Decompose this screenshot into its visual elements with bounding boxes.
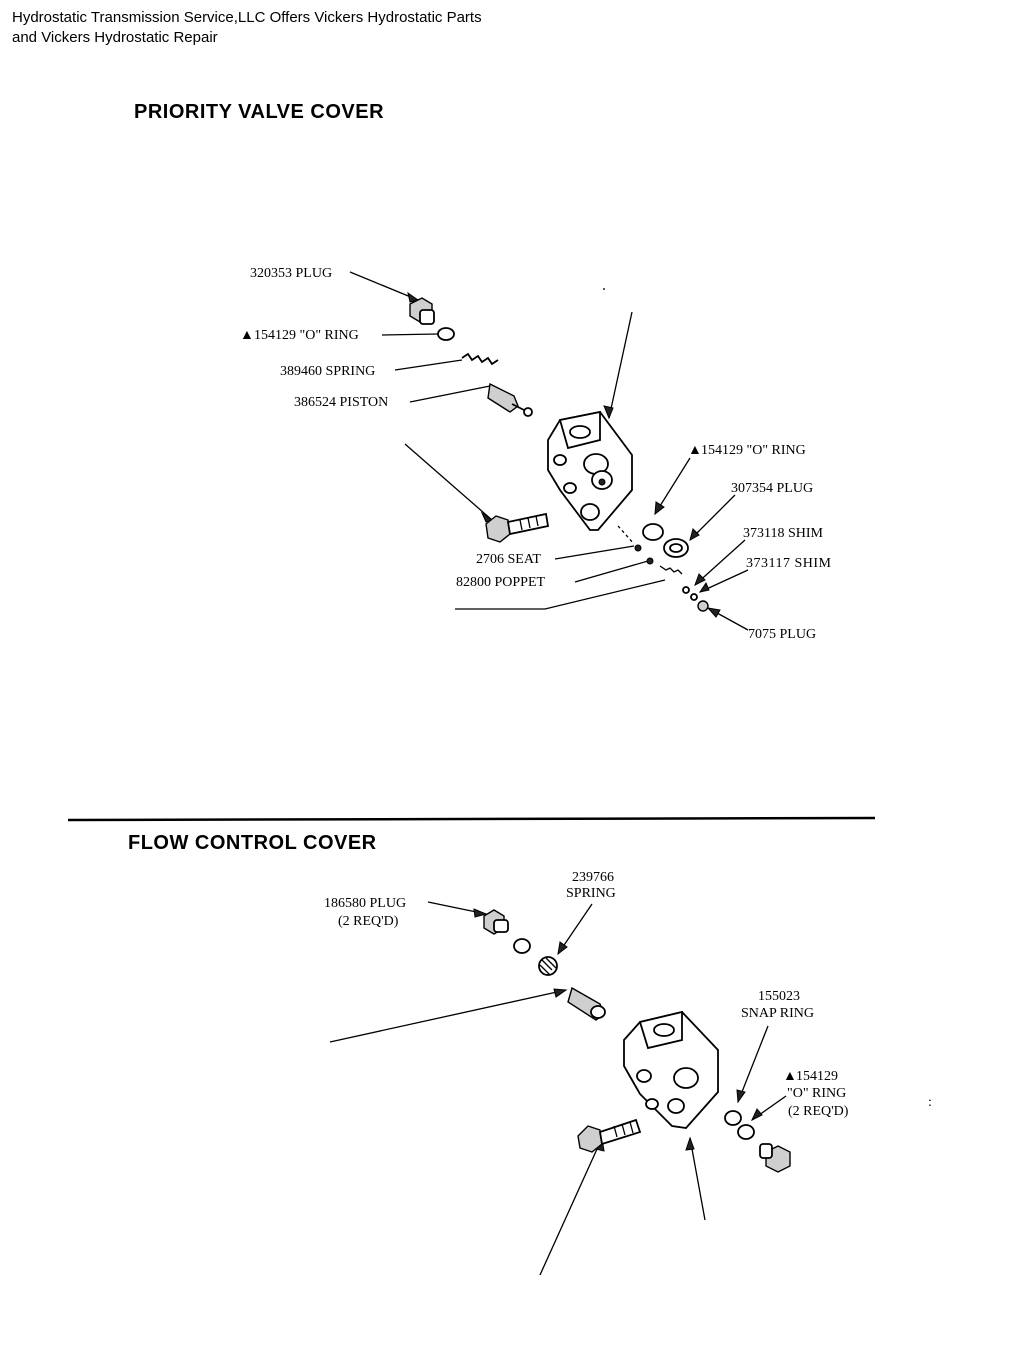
label-307354-plug: 307354 PLUG [731,481,813,496]
stray-mark: : [928,1095,932,1110]
label-239766-spring: SPRING [566,886,616,901]
label-154129-oring-right: 154129 "O" RING [701,443,806,458]
arrow-head [736,1089,746,1104]
part-bolt-flow [577,1118,642,1153]
label-155023-number: 155023 [758,989,800,1004]
triangle-marker: ▲ [688,443,702,458]
part-flow-oring [513,938,531,954]
arrow-head [689,528,700,542]
arrow-head [557,941,568,956]
part-oring-top [437,327,455,341]
part-386524-piston [487,382,533,417]
part-186580-plug [483,909,509,935]
label-154129-req: (2 REQ'D) [788,1104,849,1119]
label-389460-spring: 389460 SPRING [280,364,375,379]
part-poppet-spring [659,565,683,575]
label-373118-shim: 373118 SHIM [743,526,824,541]
part-oring-right [642,523,664,541]
arrow-head [750,1108,763,1122]
part-bolt-priority [485,512,550,543]
arrow-head [473,908,488,918]
part-82800-poppet [646,557,654,565]
priority-valve-cover-section: PRIORITY VALVE COVER [134,101,832,642]
priority-valve-housing [547,410,633,531]
leader-320353-plug [349,271,419,301]
part-307354-plug [663,538,689,558]
leader-housing-top [608,311,633,419]
header-line-1: Hydrostatic Transmission Service,LLC Off… [12,9,482,26]
arrow-head [654,501,665,516]
label-320353-plug: 320353 PLUG [250,266,332,281]
label-386524-piston: 386524 PISTON [294,395,388,410]
leader-373118-shim [694,539,746,586]
label-186580-req: (2 REQ'D) [338,914,399,929]
leader-bolt-flow [539,1137,603,1276]
label-186580-plug: 186580 PLUG [324,896,406,911]
triangle-marker: ▲ [783,1069,797,1084]
leader-82800-poppet [574,560,649,583]
part-2706-seat [634,544,642,552]
label-154129-oring-top: 154129 "O" RING [254,328,359,343]
leader-386524-piston [409,385,491,403]
arrow-head [553,988,568,998]
flow-control-cover-section: FLOW CONTROL COVER [128,832,932,1276]
label-2706-seat: 2706 SEAT [476,552,541,567]
label-154129-oring: "O" RING [787,1086,846,1101]
leader-poppet-spring [455,579,666,610]
section-divider [67,816,876,822]
label-7075-plug: 7075 PLUG [748,627,816,642]
part-flow-cap-plug [759,1143,791,1173]
priority-valve-cover-title: PRIORITY VALVE COVER [134,101,384,123]
leader-307354-plug [689,494,736,541]
triangle-marker: ▲ [240,328,254,343]
part-389460-spring [461,352,499,366]
arrow-head [706,607,721,618]
header-line-2: and Vickers Hydrostatic Repair [12,29,218,46]
label-154129-number: 154129 [796,1069,838,1084]
leader-155023-snap-ring [737,1025,769,1103]
page-header: Hydrostatic Transmission Service,LLC Off… [12,8,712,48]
part-154129-oring-flow [737,1124,755,1140]
label-82800-poppet: 82800 POPPET [456,575,546,590]
leader-oring-top [381,333,439,336]
part-373118-shim [682,586,690,594]
leader-flow-piston [329,989,567,1043]
arrow-head [685,1136,695,1151]
part-239766-spring [538,956,558,976]
dashed-guide [617,525,635,545]
leader-2706-seat [554,545,635,560]
part-155023-snap-ring [724,1110,742,1126]
arrow-head [603,405,614,420]
part-373117-shim [690,593,698,601]
part-7075-plug [697,600,709,612]
arrow-head [407,291,420,303]
leader-389460-spring [394,359,463,371]
label-239766-number: 239766 [572,870,614,885]
label-373117-shim: 373117 SHIM [746,556,832,571]
flow-control-cover-title: FLOW CONTROL COVER [128,832,377,854]
arrow-head [694,573,706,587]
leader-housing-flow [689,1137,706,1221]
arrow-head [698,581,710,593]
leader-bolt-top [404,443,493,521]
part-320353-plug [409,297,435,325]
part-flow-piston [567,986,606,1021]
flow-control-housing [623,1010,719,1129]
label-155023-snap-ring: SNAP RING [741,1006,814,1021]
